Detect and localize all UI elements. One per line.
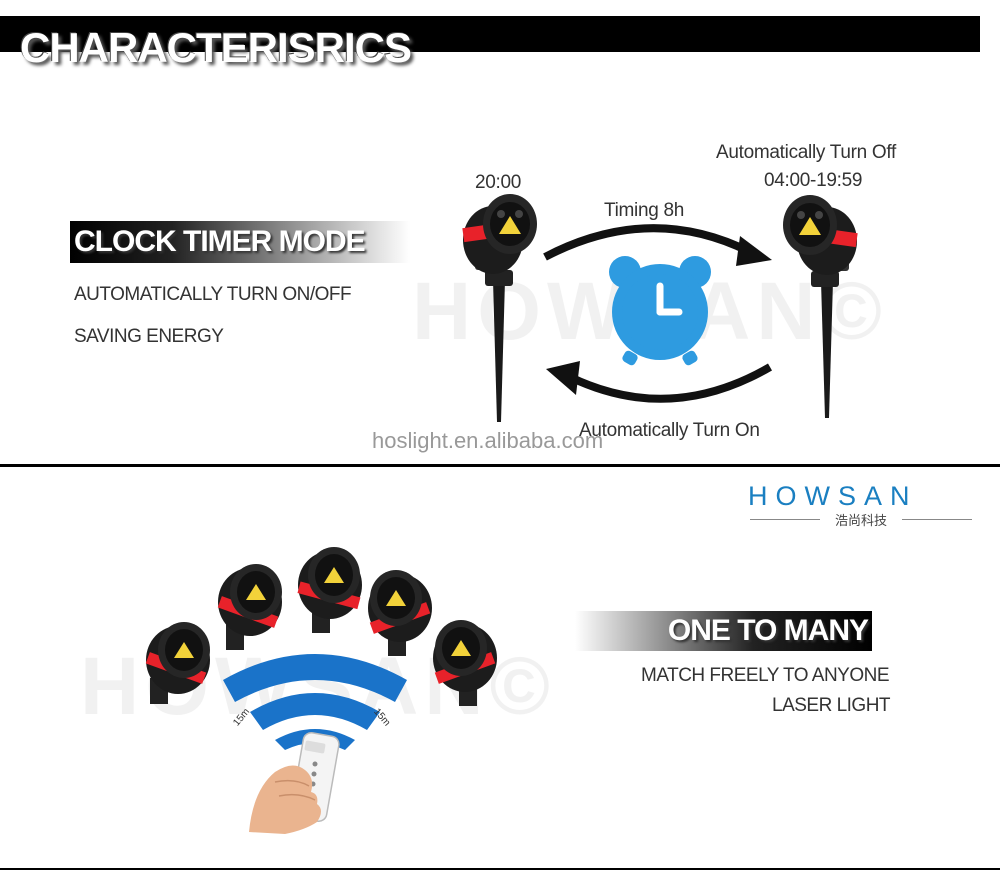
remote-control-icon (249, 732, 340, 834)
start-time-label: 20:00 (475, 172, 522, 193)
spotlight-group (145, 547, 497, 706)
clock-timer-badge: CLOCK TIMER MODE (70, 221, 410, 263)
spotlight-icon (297, 547, 362, 633)
header-bar (0, 16, 980, 52)
brand-subtitle: 浩尚科技 (750, 510, 972, 529)
spotlight-icon (462, 194, 537, 422)
feature-text: SAVING ENERGY (74, 326, 224, 347)
arrow-left-icon (546, 361, 773, 403)
turn-off-label: Automatically Turn Off (716, 142, 896, 163)
section-divider (0, 464, 1000, 467)
brand-logo: HOWSAN (748, 481, 918, 511)
feature-text: MATCH FREELY TO ANYONE (641, 665, 890, 686)
arrow-right-icon (543, 224, 772, 266)
turn-on-label: Automatically Turn On (579, 420, 760, 441)
timing-label: Timing 8h (604, 200, 685, 221)
feature-text: LASER LIGHT (772, 695, 891, 716)
alarm-clock-icon (609, 256, 711, 366)
spotlight-icon (783, 195, 858, 418)
feature-text: AUTOMATICALLY TURN ON/OFF (74, 284, 352, 305)
one-to-many-badge: ONE TO MANY (575, 611, 872, 651)
spotlight-icon (433, 620, 497, 706)
brand-subtitle-text: 浩尚科技 (834, 513, 887, 528)
bottom-divider (0, 868, 1000, 870)
spotlight-icon (145, 622, 210, 704)
spotlight-icon (368, 570, 432, 656)
off-time-label: 04:00-19:59 (764, 170, 863, 191)
clock-timer-badge-label: CLOCK TIMER MODE (74, 225, 366, 258)
page-title: CHARACTERISRICS (20, 24, 412, 71)
site-watermark: hoslight.en.alibaba.com (372, 428, 604, 453)
spotlight-icon (217, 564, 282, 650)
one-to-many-badge-label: ONE TO MANY (667, 614, 869, 647)
